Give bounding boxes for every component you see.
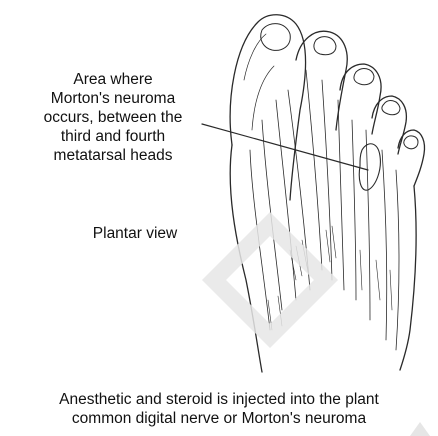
hatch-stroke	[376, 260, 380, 300]
tendon-line	[396, 170, 399, 350]
tendon-line	[262, 120, 282, 310]
foot-medial-outline	[230, 145, 262, 372]
fourth-toe-outline	[372, 96, 406, 154]
tendon-line	[352, 120, 356, 300]
second-toe-nail	[314, 37, 336, 55]
hatch-stroke	[360, 250, 362, 290]
hatch-stroke	[278, 296, 282, 326]
third-toe-nail	[354, 69, 374, 85]
big-toe-nail	[261, 24, 291, 51]
neuroma-region	[359, 144, 380, 190]
callout-leader-line	[202, 124, 368, 170]
big-toe-shade-1	[244, 34, 266, 80]
hatch-stroke	[326, 230, 330, 262]
plantar-view-label: Plantar view	[50, 224, 220, 243]
morton-neuroma-label: Area where Morton's neuroma occurs, betw…	[18, 70, 208, 165]
hatch-stroke	[290, 250, 296, 280]
fourth-toe-nail	[382, 101, 400, 115]
foot-lateral-outline	[400, 186, 416, 370]
big-toe-shade-2	[252, 66, 274, 130]
hatch-stroke	[332, 226, 336, 258]
third-toe-outline	[340, 64, 381, 134]
tendon-line	[322, 80, 332, 280]
tendon-line	[366, 130, 370, 320]
hatch-stroke	[390, 270, 392, 310]
big-toe-outline	[230, 15, 305, 200]
tendon-line	[338, 100, 344, 290]
little-toe-nail	[404, 136, 418, 149]
second-toe-outline	[296, 31, 347, 130]
hatch-stroke	[296, 246, 302, 276]
figure-caption: Anesthetic and steroid is injected into …	[0, 390, 438, 428]
tendon-line	[306, 70, 322, 270]
tendon-line	[382, 150, 387, 340]
